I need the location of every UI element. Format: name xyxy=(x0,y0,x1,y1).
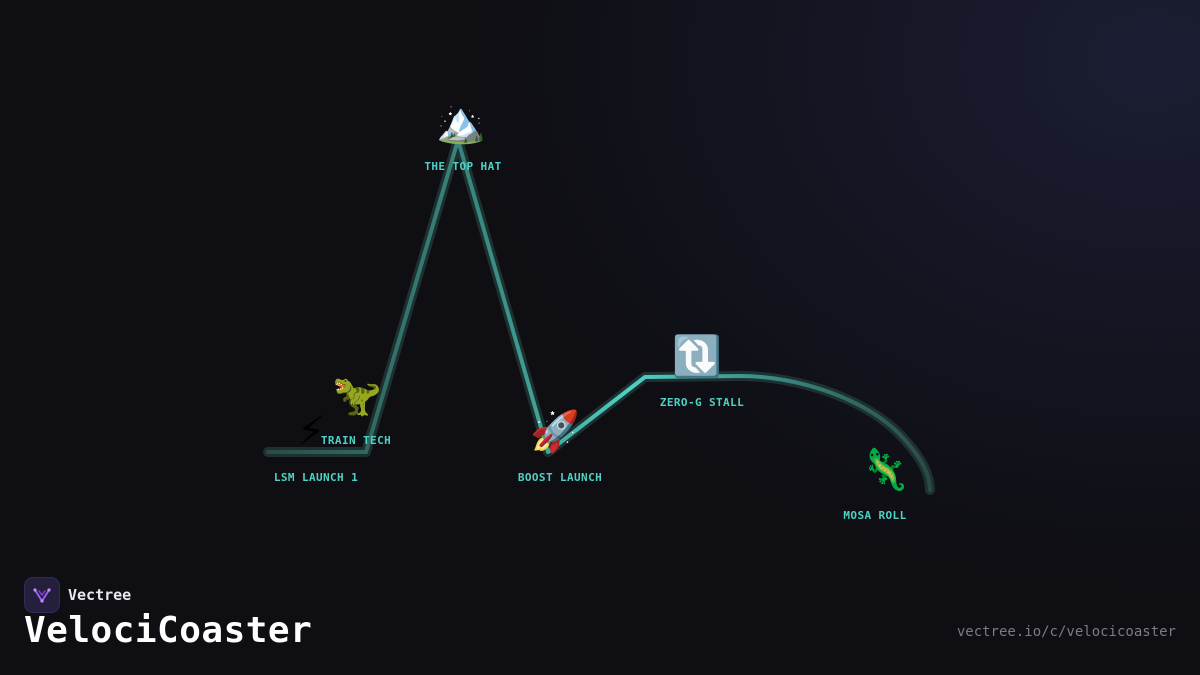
lizard-icon: 🦎 xyxy=(860,447,910,493)
mountain-icon: 🏔️ xyxy=(436,100,486,146)
lightning-icon: ⚡ xyxy=(296,409,326,455)
track-line xyxy=(266,138,932,492)
node-label-the-top-hat: THE TOP HAT xyxy=(424,160,502,173)
node-label-zero-g-stall: ZERO-G STALL xyxy=(659,396,745,409)
rocket-icon: 🚀 xyxy=(530,409,580,455)
node-label-train-tech: TRAIN TECH xyxy=(320,434,392,447)
page-title: VelociCoaster xyxy=(24,610,313,651)
source-url: vectree.io/c/velocicoaster xyxy=(956,624,1176,640)
node-label-mosa-roll: MOSA ROLL xyxy=(843,509,907,522)
brand-name: Vectree xyxy=(68,586,132,604)
vectree-logo-icon xyxy=(24,577,60,613)
brand: Vectree xyxy=(24,577,131,613)
node-label-lsm-launch-1: LSM LAUNCH 1 xyxy=(273,471,359,484)
node-label-boost-launch: BOOST LAUNCH xyxy=(517,471,603,484)
loop-arrows-icon: 🔃 xyxy=(672,334,722,380)
t-rex-icon: 🦖 xyxy=(332,373,382,419)
